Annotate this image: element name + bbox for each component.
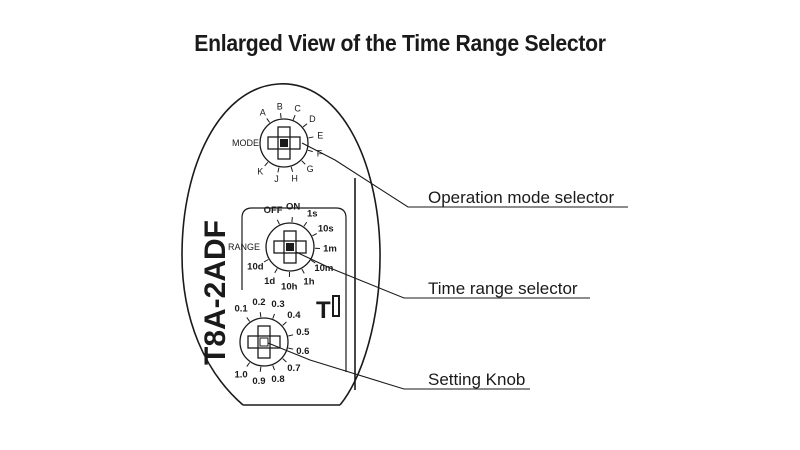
range-dial-tick-mark	[301, 268, 305, 274]
mode-dial-tick-mark	[266, 118, 271, 123]
mode-dial-tick-label: D	[309, 114, 316, 124]
mode-dial-tick-mark	[301, 160, 306, 165]
range-dial-tick-label: OFF	[264, 205, 283, 216]
setting-knob-tick-label: 0.6	[296, 346, 309, 357]
setting-knob-tick-mark	[259, 312, 262, 318]
mode-dial-tick-mark	[307, 149, 313, 153]
callout-operation-mode: Operation mode selector	[428, 188, 614, 207]
mode-dial-tick-label: C	[294, 104, 301, 114]
setting-knob-tick-mark	[246, 362, 251, 367]
setting-knob-tick-mark	[288, 334, 294, 337]
range-dial-tick-label: 10h	[281, 281, 298, 292]
setting-knob[interactable]	[239, 312, 294, 372]
brand-logo-text: T	[316, 297, 331, 324]
diagram-title: Enlarged View of the Time Range Selector	[194, 30, 606, 56]
setting-knob-tick-labels: 0.1 0.2 0.30.4 0.5 0.6 0.70.8 0.9 1.0	[234, 297, 310, 387]
range-callout-leader	[295, 251, 590, 299]
setting-knob-tick-mark	[246, 317, 251, 322]
mode-dial-tick-label: E	[317, 131, 323, 141]
mode-dial-tick-label: G	[307, 164, 314, 174]
setting-knob-tick-label: 1.0	[234, 369, 247, 380]
setting-knob-tick-mark	[288, 347, 294, 350]
mode-dial-tick-mark	[292, 114, 296, 120]
mode-dial-tick-mark	[280, 113, 282, 119]
setting-knob-tick-mark	[282, 358, 287, 363]
mode-dial-tick-mark	[308, 136, 314, 139]
mode-dial-cross-icon	[267, 126, 301, 160]
setting-knob-tick-label: 0.4	[287, 310, 301, 321]
range-dial-tick-mark	[312, 233, 318, 237]
range-dial-tick-label: 10d	[247, 262, 264, 273]
mode-dial-tick-label: F	[317, 149, 323, 159]
setting-knob-tick-label: 0.3	[271, 299, 284, 310]
range-dial-cross-icon	[273, 230, 307, 264]
range-dial-tick-mark	[303, 221, 308, 227]
setting-knob-tick-label: 0.5	[296, 327, 310, 338]
range-dial-tick-label: ON	[286, 202, 300, 213]
setting-knob-tick-mark	[272, 365, 276, 371]
mode-dial-tick-label: B	[277, 101, 283, 111]
range-dial-tick-label: 1m	[323, 243, 337, 254]
mode-dial-tick-label: H	[291, 173, 298, 183]
mode-dial[interactable]	[259, 113, 314, 173]
setting-knob-tick-mark	[282, 321, 287, 326]
callout-setting-knob: Setting Knob	[428, 370, 525, 389]
range-dial-tick-label: 1h	[303, 277, 314, 288]
knob-callout-leader	[267, 342, 530, 390]
range-dial-tick-mark	[276, 219, 280, 225]
setting-knob-tick-label: 0.7	[287, 363, 300, 374]
mode-dial-tick-label: K	[257, 166, 263, 176]
setting-knob-cross-icon	[247, 325, 281, 359]
range-dial-tick-label: 1d	[264, 276, 275, 287]
callout-time-range: Time range selector	[428, 279, 578, 298]
setting-knob-tick-label: 0.8	[271, 374, 284, 385]
range-dial-tick-mark	[263, 259, 269, 263]
range-dial-label: RANGE	[228, 242, 260, 252]
model-number-text: T8A-2ADF	[199, 220, 232, 365]
range-dial[interactable]	[263, 217, 320, 278]
mode-dial-tick-label: J	[274, 174, 279, 184]
setting-knob-tick-label: 0.9	[252, 376, 265, 387]
mode-dial-label: MODE	[232, 138, 259, 148]
mode-dial-tick-mark	[290, 166, 294, 172]
mode-dial-tick-mark	[277, 167, 280, 173]
range-dial-tick-mark	[274, 268, 278, 274]
mode-dial-tick-mark	[264, 161, 269, 167]
mode-callout-leader	[301, 142, 628, 208]
range-dial-tick-mark	[310, 259, 316, 264]
setting-knob-tick-label: 0.2	[252, 297, 265, 308]
mode-dial-tick-label: A	[260, 108, 266, 118]
mode-dial-tick-mark	[302, 123, 308, 128]
brand-logo-mark	[332, 295, 340, 317]
range-dial-tick-label: 10s	[318, 224, 334, 235]
setting-knob-tick-mark	[272, 313, 276, 319]
setting-knob-tick-label: 0.1	[234, 304, 248, 315]
timer-housing-outline	[181, 83, 381, 406]
range-dial-tick-label: 1s	[307, 208, 318, 219]
range-dial-tick-label: 10m	[314, 263, 333, 274]
range-panel-outline	[241, 207, 347, 372]
setting-knob-tick-mark	[259, 366, 262, 372]
